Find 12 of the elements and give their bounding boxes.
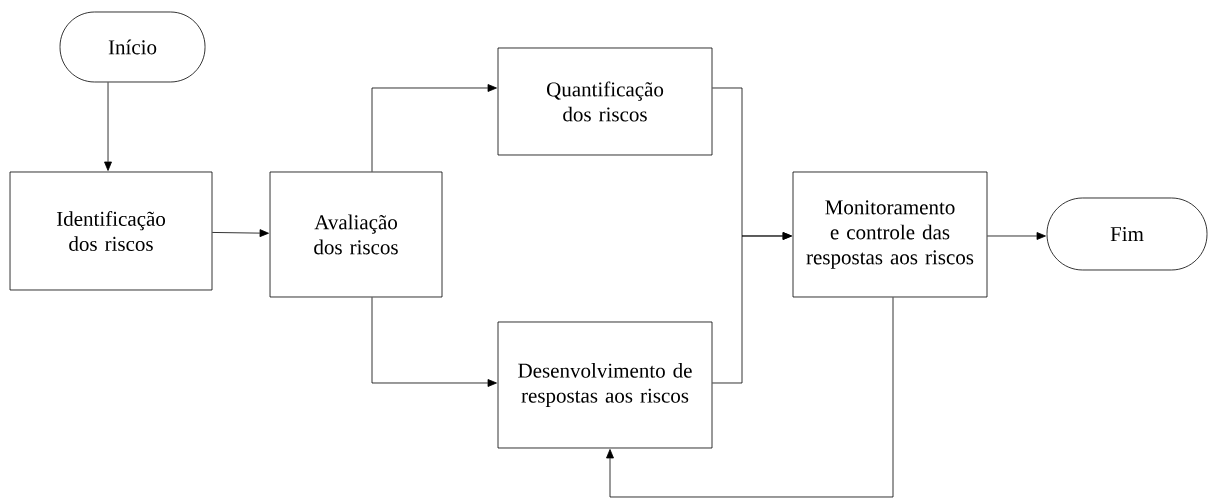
arrow bbox=[212, 229, 269, 238]
arrow bbox=[104, 82, 112, 171]
arrow bbox=[371, 297, 497, 387]
arrow bbox=[987, 232, 1046, 240]
process-box: Desenvolvimento de respostas aos riscos bbox=[497, 321, 713, 449]
arrow bbox=[371, 84, 497, 172]
process-box: Avaliação dos riscos bbox=[269, 171, 443, 298]
process-box: Identificação dos riscos bbox=[9, 171, 213, 291]
arrow bbox=[606, 297, 894, 498]
arrow bbox=[712, 232, 792, 384]
process-box: Monitoramento e controle das respostas aos riscos bbox=[792, 171, 988, 298]
process-box: Quantificação dos riscos bbox=[497, 47, 713, 156]
